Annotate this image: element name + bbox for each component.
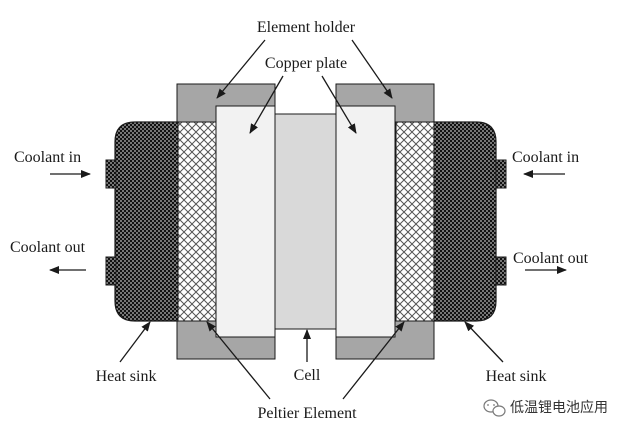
leader-lines [49, 39, 567, 400]
leader-peltier-right [342, 321, 405, 400]
leader-element-holder-right [351, 39, 393, 99]
leader-heat-sink-right [464, 321, 504, 363]
copper-plate-right [335, 105, 396, 338]
leader-peltier-left [206, 321, 271, 400]
leader-copper-plate-left [249, 75, 284, 134]
label-copper-plate: Copper plate [265, 55, 347, 72]
leader-heat-sink-left [119, 321, 151, 363]
cell-body [274, 113, 337, 330]
leader-copper-plate-right [321, 75, 357, 134]
wechat-icon [483, 399, 506, 417]
label-coolant-in-left: Coolant in [14, 149, 81, 166]
label-heat-sink-left: Heat sink [96, 368, 157, 385]
coolant-out-port-left [105, 256, 117, 286]
coolant-in-port-left [105, 159, 117, 189]
label-coolant-out-right: Coolant out [513, 250, 589, 267]
label-coolant-in-right: Coolant in [512, 149, 579, 166]
copper-plate-left [215, 105, 276, 338]
watermark: 低温锂电池应用 [483, 399, 608, 417]
peltier-element-left [177, 121, 217, 322]
label-element-holder: Element holder [257, 19, 356, 36]
leader-element-holder-left [216, 39, 266, 99]
label-cell: Cell [294, 367, 321, 384]
label-coolant-out-left: Coolant out [10, 239, 86, 256]
coolant-in-port-right [495, 159, 507, 189]
label-heat-sink-right: Heat sink [486, 368, 547, 385]
label-peltier-element: Peltier Element [257, 405, 357, 422]
peltier-element-right [395, 121, 435, 322]
heat-sink-right [432, 121, 497, 322]
watermark-text: 低温锂电池应用 [510, 399, 608, 416]
heat-sink-left [114, 121, 179, 322]
coolant-out-port-right [495, 256, 507, 286]
